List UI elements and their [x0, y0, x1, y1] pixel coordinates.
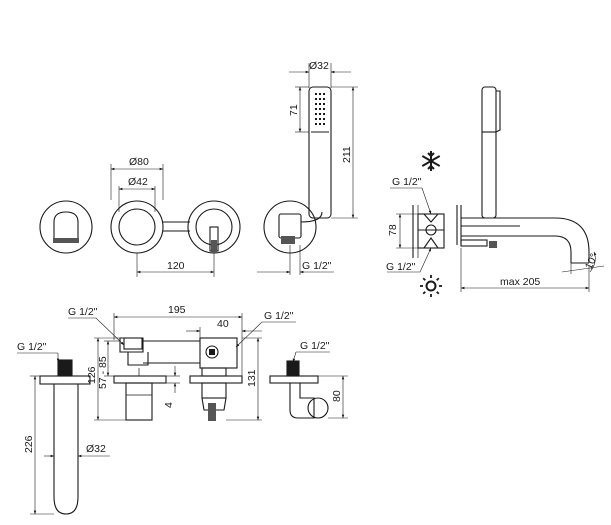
dim-d32-top: Ø32: [309, 60, 329, 72]
spout-section: [39, 359, 91, 515]
g-bottom-left-top: G 1/2": [68, 306, 98, 318]
hand-shower-front: [308, 86, 332, 219]
dim-40: 40: [217, 318, 229, 330]
dim-78: 78: [387, 224, 399, 236]
mixer-body-link: [163, 221, 190, 232]
dim-126: 126: [86, 366, 98, 384]
dim-10deg: 10°: [583, 252, 601, 271]
g-bottom-side: G 1/2": [300, 340, 330, 352]
dim-226: 226: [23, 435, 35, 453]
dim-max205: max 205: [500, 276, 540, 288]
g-bottom-right: G 1/2": [264, 310, 294, 322]
snowflake-icon: [421, 151, 441, 171]
side-view-body: [412, 205, 590, 264]
dim-195: 195: [168, 304, 186, 316]
dim-131: 131: [246, 369, 258, 387]
dim-4: 4: [163, 402, 175, 408]
g-right-cold: G 1/2": [392, 176, 422, 188]
hand-shower-side: [481, 86, 501, 219]
dim-120: 120: [167, 260, 185, 272]
shower-outlet-front: [263, 200, 323, 254]
dim-d32-bottom: Ø32: [86, 443, 106, 455]
mixer-body-section: [113, 337, 243, 421]
g-top-shower: G 1/2": [302, 260, 332, 272]
g-bottom-spout: G 1/2": [17, 341, 47, 353]
sun-icon: [420, 275, 442, 297]
dim-80: 80: [331, 390, 343, 402]
spout-rosette-front: [39, 200, 93, 254]
dim-d42: Ø42: [128, 176, 148, 188]
dim-71: 71: [288, 104, 300, 116]
mixer-rosette-right: [187, 200, 241, 254]
g-right-hot: G 1/2": [386, 261, 416, 273]
dim-57-85: 57 - 85: [97, 356, 109, 389]
dim-d80: Ø80: [129, 156, 149, 168]
dim-211: 211: [341, 146, 353, 163]
shower-outlet-section: [269, 360, 329, 419]
